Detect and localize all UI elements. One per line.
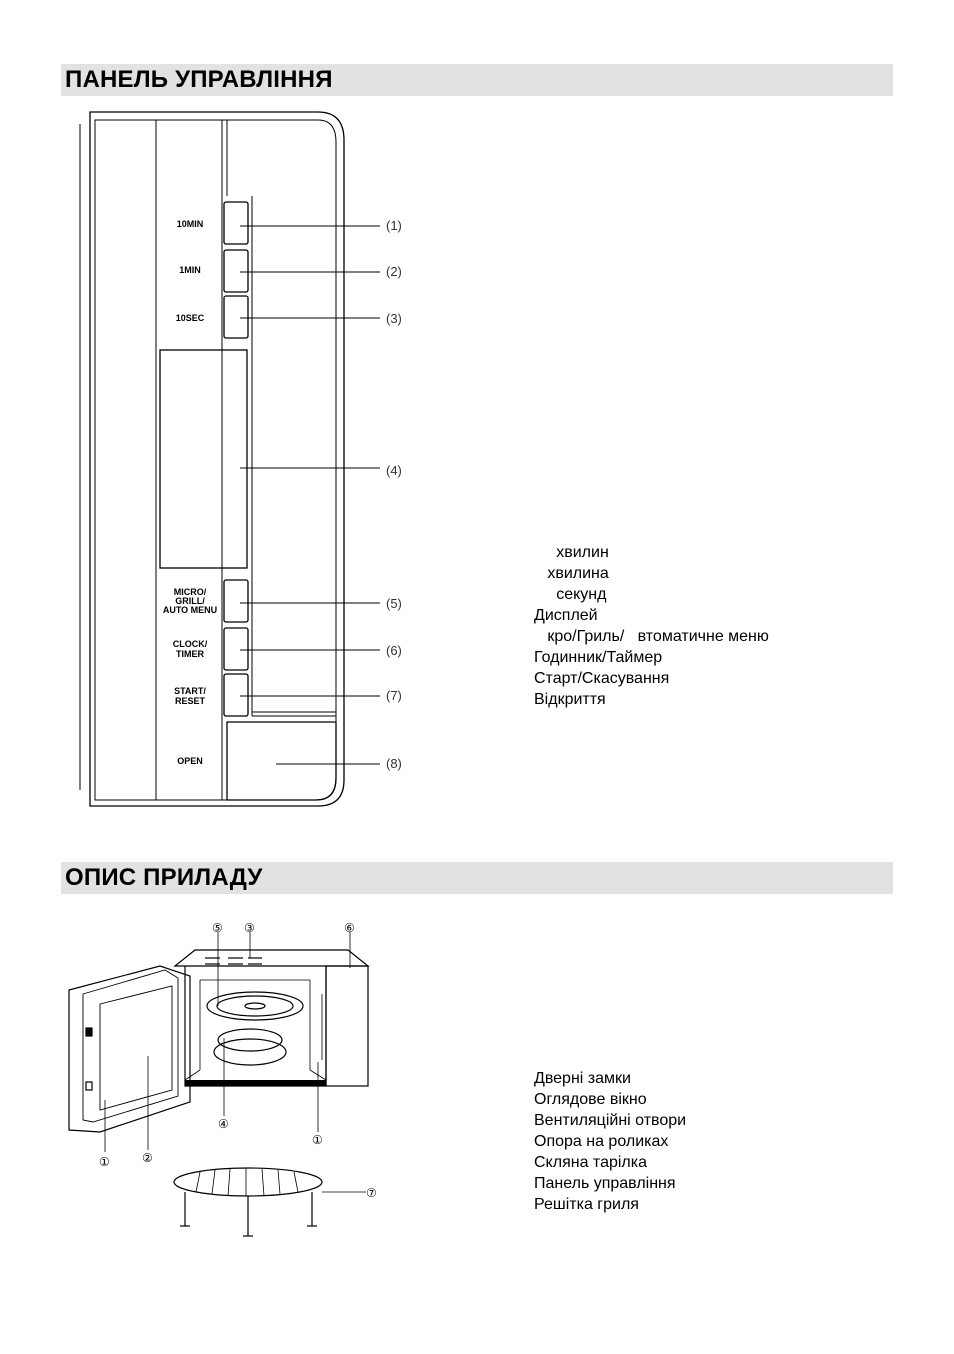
label-clock-2: TIMER [176, 649, 204, 659]
callout-2: ② [142, 1151, 153, 1165]
legend-item: Вентиляційні отвори [534, 1112, 687, 1129]
legend-item: хвилина [534, 565, 609, 582]
legend-item: хвилин [534, 544, 609, 561]
callout-5: ⑤ [212, 921, 223, 935]
cavity-base [185, 1080, 326, 1086]
callout-1-left: ① [99, 1155, 110, 1169]
callout-2: (2) [386, 264, 402, 279]
legend-item: Скляна тарілка [534, 1154, 647, 1171]
callout-1: (1) [386, 218, 402, 233]
callout-6: (6) [386, 643, 402, 658]
legend-item: Дисплей [534, 607, 598, 624]
legend-item: Відкриття [534, 691, 606, 708]
device-legend: Дверні замки Оглядове вікно Вентиляційні… [534, 1068, 686, 1215]
section-title: ОПИС ПРИЛАДУ [65, 864, 263, 891]
callout-5: (5) [386, 596, 402, 611]
callout-7: (7) [386, 688, 402, 703]
section-header-device-description: ОПИС ПРИЛАДУ [61, 862, 893, 894]
section-title: ПАНЕЛЬ УПРАВЛІННЯ [65, 66, 333, 93]
legend-item: Опора на роликах [534, 1133, 669, 1150]
label-micro-2: GRILL/ [175, 596, 205, 606]
section-header-control-panel: ПАНЕЛЬ УПРАВЛІННЯ [61, 64, 893, 96]
label-10sec: 10SEC [176, 313, 205, 323]
label-start-1: START/ [174, 686, 206, 696]
label-10min: 10MIN [177, 219, 204, 229]
legend-item: Старт/Скасування [534, 670, 670, 687]
callout-4: ④ [218, 1117, 229, 1131]
legend-item: кро/Гриль/ втоматичне меню [534, 628, 769, 645]
callout-3: (3) [386, 311, 402, 326]
legend-item: Годинник/Таймер [534, 649, 663, 666]
callout-8: (8) [386, 756, 402, 771]
callout-6: ⑥ [344, 921, 355, 935]
callout-7: ⑦ [366, 1186, 377, 1200]
legend-item: Решітка гриля [534, 1196, 639, 1213]
control-panel-legend: хвилин хвилина секунд Дисплей кро/Гриль/… [534, 542, 769, 710]
label-micro-1: MICRO/ [174, 587, 207, 597]
callout-4: (4) [386, 463, 402, 478]
label-open: OPEN [177, 756, 203, 766]
legend-item: Оглядове вікно [534, 1091, 647, 1108]
label-start-2: RESET [175, 696, 206, 706]
label-micro-3: AUTO MENU [163, 605, 217, 615]
callout-1-right: ① [312, 1133, 323, 1147]
legend-item: Панель управління [534, 1175, 676, 1192]
label-1min: 1MIN [179, 265, 201, 275]
legend-item: секунд [534, 586, 607, 603]
callout-3: ③ [244, 921, 255, 935]
legend-item: Дверні замки [534, 1070, 631, 1087]
label-clock-1: CLOCK/ [173, 639, 208, 649]
